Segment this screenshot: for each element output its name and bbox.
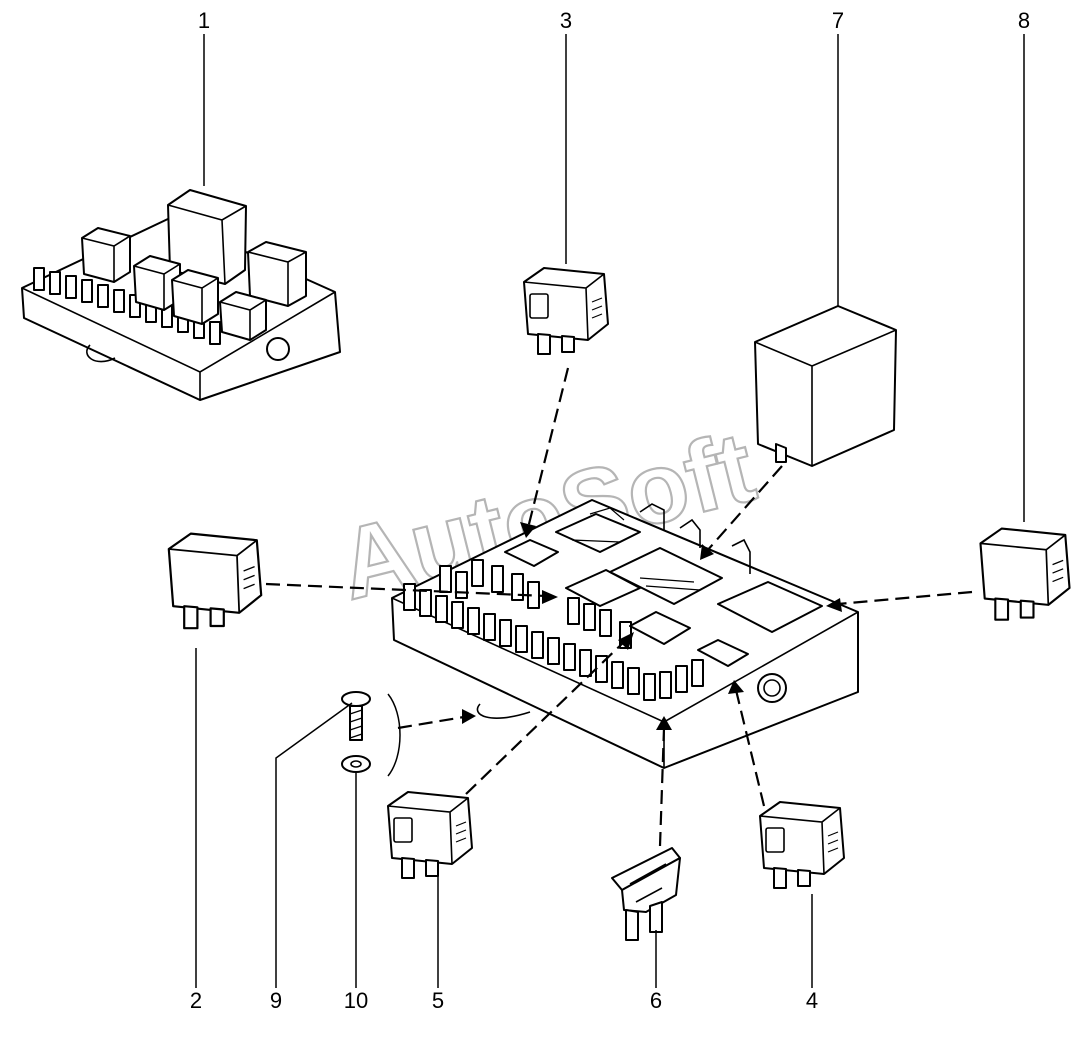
- relay-2: [167, 532, 263, 630]
- callout-7: 7: [832, 8, 844, 33]
- fuse-row-rear: [439, 559, 632, 649]
- fuse-row-front: [403, 583, 704, 701]
- fuse-box-base: [391, 499, 859, 769]
- washer-10: [341, 755, 371, 773]
- assembled-fuse-box: [21, 189, 341, 401]
- relay-8: [979, 527, 1071, 621]
- assembly-lines: [265, 367, 973, 847]
- relay-5: [387, 791, 473, 879]
- callout-2: 2: [190, 988, 202, 1013]
- leader-lines: [195, 34, 1025, 988]
- blade-fuse-6: [611, 847, 681, 941]
- callout-5: 5: [432, 988, 444, 1013]
- callout-9: 9: [270, 988, 282, 1013]
- callout-4: 4: [806, 988, 818, 1013]
- screw-9: [341, 691, 371, 741]
- assembly-arrowheads: [462, 522, 842, 730]
- callout-10: 10: [344, 988, 368, 1013]
- callout-1: 1: [198, 8, 210, 33]
- callout-6: 6: [650, 988, 662, 1013]
- callout-8: 8: [1018, 8, 1030, 33]
- assembled-fuse-row: [33, 267, 221, 345]
- relay-4: [759, 801, 845, 889]
- relay-3: [523, 267, 609, 355]
- callout-labels: 1 3 7 8 2 9 10 5 6 4: [190, 8, 1030, 1013]
- large-relay-7: [754, 305, 897, 467]
- callout-3: 3: [560, 8, 572, 33]
